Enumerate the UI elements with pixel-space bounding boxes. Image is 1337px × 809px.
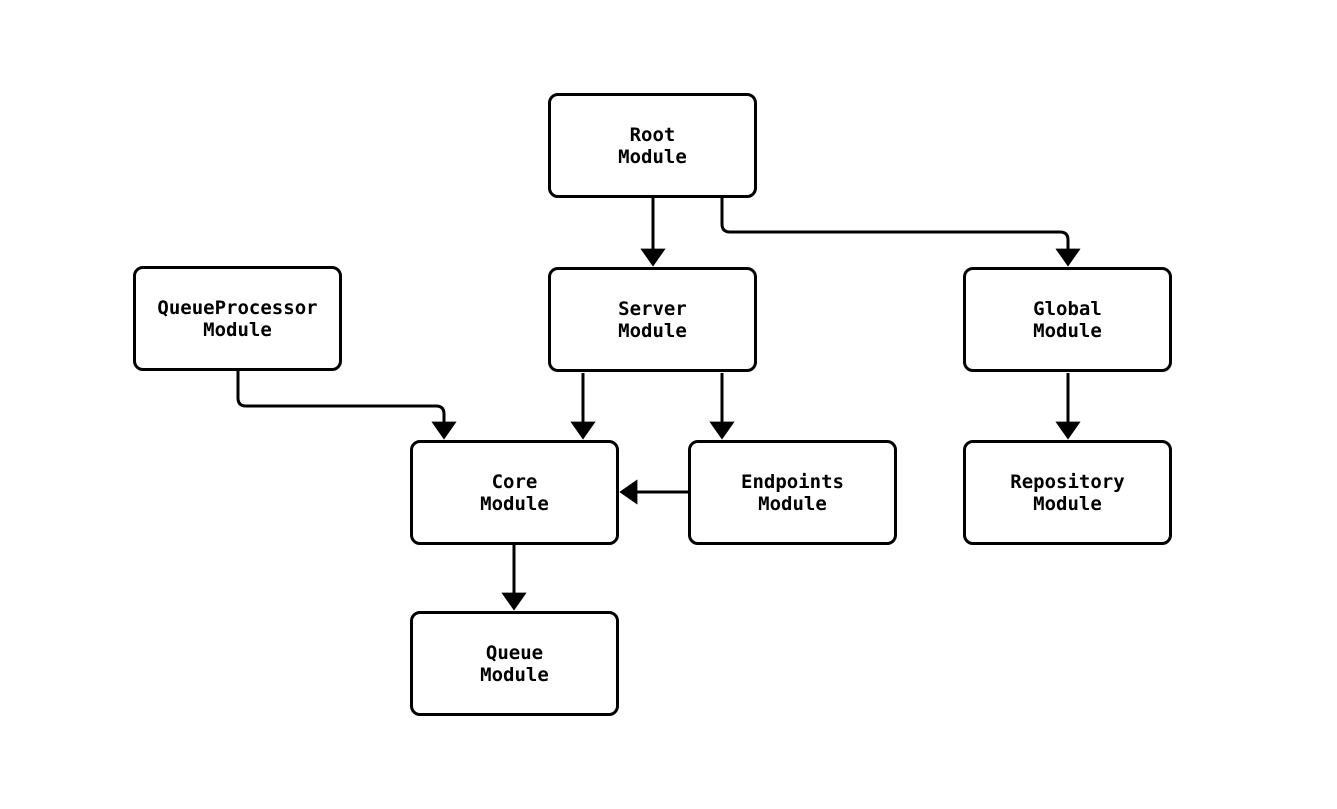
node-label-line: Endpoints [741,470,844,493]
node-label-line: Global [1033,297,1102,320]
node-queueprocessor-module: QueueProcessor Module [133,266,342,371]
node-label-line: Repository [1010,470,1125,493]
node-server-module: Server Module [548,267,757,372]
edge-queueprocessor-to-core [236,371,457,440]
node-root-module: Root Module [548,93,757,198]
node-endpoints-module: Endpoints Module [688,440,897,545]
node-label-line: Module [618,145,687,168]
node-repository-module: Repository Module [963,440,1172,545]
node-global-module: Global Module [963,267,1172,372]
node-label-line: Module [1033,319,1102,342]
node-label-line: Module [618,319,687,342]
node-core-module: Core Module [410,440,619,545]
node-queue-module: Queue Module [410,611,619,716]
node-label-line: Module [1033,492,1102,515]
node-label-line: QueueProcessor [157,296,318,319]
node-label-line: Server [618,297,687,320]
node-label-line: Module [480,492,549,515]
edge-root-to-global [720,198,1081,267]
node-label-line: Root [629,123,676,146]
node-label-line: Module [480,663,549,686]
node-label-line: Queue [485,641,544,664]
node-label-line: Module [758,492,827,515]
node-label-line: Module [203,318,272,341]
node-label-line: Core [491,470,538,493]
